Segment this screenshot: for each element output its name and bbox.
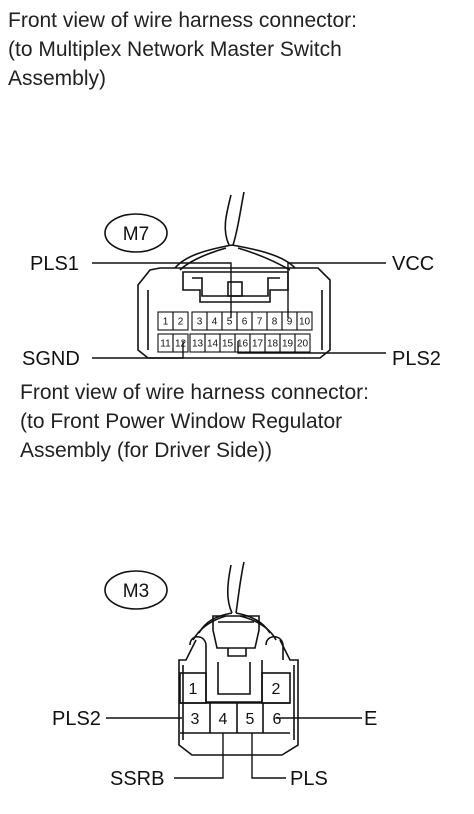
sgnd-leader <box>92 341 184 359</box>
m7-housing <box>137 267 331 359</box>
m7-pin-cavity <box>296 311 313 331</box>
m7-connector <box>104 191 331 359</box>
m3-id-bubble <box>104 570 168 610</box>
m7-latch <box>182 271 289 303</box>
m7-pin-label: 1 <box>163 317 169 328</box>
m3-pls2-label: PLS2 <box>52 708 101 730</box>
m3-pls-leader <box>251 733 286 779</box>
m3-connector <box>104 561 299 756</box>
vcc-leader <box>287 262 386 318</box>
m7-pin-label: 4 <box>212 317 218 328</box>
m3-caption-line: Assembly (for Driver Side)) <box>20 439 273 462</box>
m3-pin-label: 4 <box>219 711 228 728</box>
m7-pin-cavity <box>172 333 189 353</box>
m7-sgnd-label: SGND <box>22 348 80 370</box>
m7-pin-label: 9 <box>287 317 293 328</box>
m7-id-bubble <box>104 213 168 253</box>
m7-pin-label: 3 <box>197 317 203 328</box>
m7-pin-label: 6 <box>242 317 248 328</box>
m3-left-bump <box>189 635 207 660</box>
m7-wire <box>232 191 245 246</box>
m7-pin-label: 16 <box>237 339 249 350</box>
m7-pin-label: 19 <box>282 339 294 350</box>
m7-leaders <box>92 262 386 359</box>
m3-pin-label: 1 <box>189 681 198 698</box>
pls2-leader-m7 <box>237 341 386 354</box>
m7-latch-inner <box>192 277 280 297</box>
m7-pin-label: 20 <box>297 339 309 350</box>
m3-leaders <box>106 717 362 779</box>
m7-wire <box>231 244 296 269</box>
m7-pin-label: 11 <box>160 339 171 350</box>
m3-caption: Front view of wire harness connector: (t… <box>20 378 369 465</box>
m3-id-label: M3 <box>123 581 149 602</box>
m7-pin-cavity <box>294 333 311 353</box>
m7-pin-label: 5 <box>227 317 233 328</box>
m7-id-label: M7 <box>123 224 149 245</box>
m3-housing <box>178 639 299 756</box>
m7-pin-label: 12 <box>175 339 187 350</box>
m3-right-bump <box>265 635 284 660</box>
m7-latch-tab <box>227 281 243 297</box>
m3-wire <box>226 564 233 614</box>
m7-wire <box>174 244 233 269</box>
m3-wire <box>235 561 245 614</box>
m7-pls1-label: PLS1 <box>30 253 79 275</box>
m7-pin-label: 15 <box>222 339 234 350</box>
m7-caption-line: Front view of wire harness connector: <box>8 9 357 32</box>
m3-caption-line: (to Front Power Window Regulator <box>20 410 343 433</box>
pls1-leader <box>92 262 232 318</box>
m3-ssrb-leader <box>174 733 224 779</box>
m3-pin-label: 5 <box>246 711 255 728</box>
m7-pin-label: 13 <box>192 339 204 350</box>
m7-caption-line: Assembly) <box>8 67 107 90</box>
m3-caption-line: Front view of wire harness connector: <box>20 381 369 404</box>
m7-caption: Front view of wire harness connector: (t… <box>8 6 357 93</box>
m3-pin-label: 6 <box>273 711 282 728</box>
m7-pin-label: 17 <box>252 339 264 350</box>
m3-lock <box>212 615 260 649</box>
m7-pin-label: 8 <box>272 317 278 328</box>
m7-pls2-label: PLS2 <box>392 348 441 370</box>
m7-pin-label: 14 <box>207 339 219 350</box>
m3-pin-label: 3 <box>191 711 200 728</box>
m3-center-key <box>205 660 263 703</box>
m7-vcc-label: VCC <box>392 253 434 275</box>
m7-pin-label: 7 <box>257 317 263 328</box>
m3-pin-label: 2 <box>272 681 281 698</box>
m3-ssrb-label: SSRB <box>110 768 164 790</box>
m7-pin-label: 2 <box>178 317 184 328</box>
m7-pin-cavity <box>172 311 189 331</box>
m3-pls-label: PLS <box>290 768 328 790</box>
m7-caption-line: (to Multiplex Network Master Switch <box>8 38 342 61</box>
m7-wire <box>224 194 232 246</box>
m3-cavity-dividers <box>209 703 264 733</box>
m3-lock-tab <box>227 648 247 657</box>
m3-center-key-inner <box>217 662 251 695</box>
m7-pin-label: 18 <box>267 339 279 350</box>
m7-pin-label: 10 <box>299 317 311 328</box>
m3-e-label: E <box>364 708 377 730</box>
